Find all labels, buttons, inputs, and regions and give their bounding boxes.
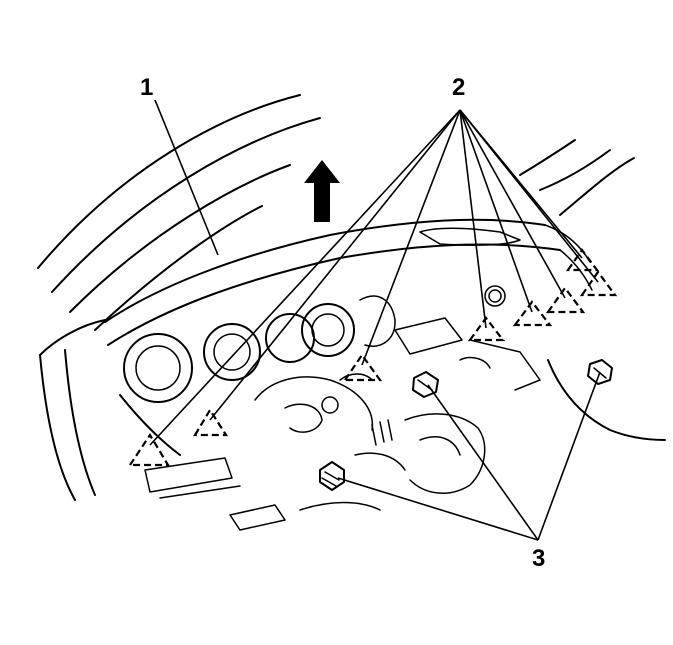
screw-icon bbox=[319, 461, 345, 491]
retainer-clip-icon bbox=[512, 300, 553, 327]
retainer-clip-icon bbox=[193, 407, 229, 437]
retainer-clip-icon bbox=[342, 353, 383, 382]
leader-lines bbox=[149, 99, 601, 541]
instrument-panel-pad bbox=[104, 218, 593, 346]
callout-3: 3 bbox=[532, 545, 545, 572]
retainer-clips bbox=[127, 248, 618, 467]
screws bbox=[319, 359, 613, 491]
retainer-clip-icon bbox=[467, 316, 506, 342]
door-edge bbox=[39, 319, 106, 501]
retainer-clip-icon bbox=[565, 248, 600, 272]
windshield-lines bbox=[37, 94, 635, 331]
retainer-clip-icon bbox=[545, 286, 586, 314]
gauge-pods bbox=[123, 285, 506, 403]
dash-structure bbox=[119, 317, 666, 531]
retainer-clip-icon bbox=[579, 270, 618, 297]
retainer-clip-icon bbox=[127, 432, 170, 467]
callout-2: 2 bbox=[452, 74, 465, 101]
up-arrow-icon bbox=[304, 160, 340, 222]
callout-1: 1 bbox=[140, 74, 153, 101]
